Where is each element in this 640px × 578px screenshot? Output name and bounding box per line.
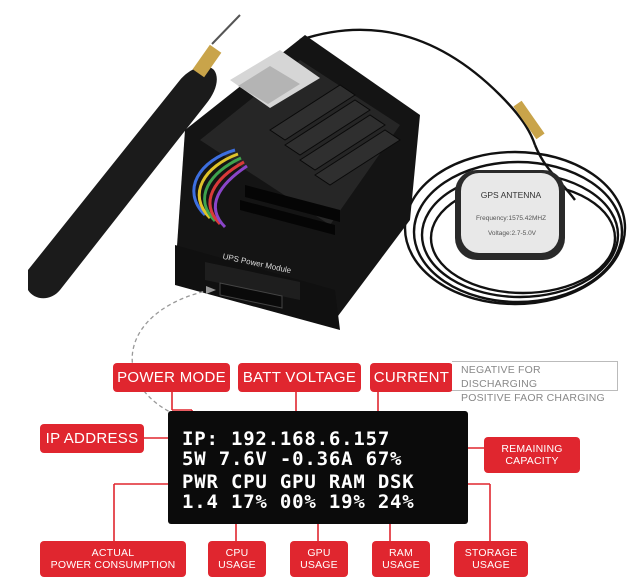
oled-line-ip: IP: 192.168.6.157 <box>182 428 391 450</box>
ram-usage-label: RAM USAGE <box>382 546 420 571</box>
remaining-capacity-label: REMAINING CAPACITY <box>501 442 563 467</box>
gpu-usage-tag: GPU USAGE <box>290 541 348 577</box>
cpu-usage-tag: CPU USAGE <box>208 541 266 577</box>
ram-usage-tag: RAM USAGE <box>372 541 430 577</box>
batt-voltage-tag: BATT VOLTAGE <box>238 363 361 392</box>
storage-usage-tag: STORAGE USAGE <box>454 541 528 577</box>
gps-frequency-label: Frequency:1575.42MHZ <box>475 215 547 222</box>
batt-voltage-label: BATT VOLTAGE <box>242 368 357 386</box>
stick-antenna <box>28 66 217 299</box>
storage-usage-label: STORAGE USAGE <box>464 546 518 571</box>
gps-antenna-label: GPS ANTENNA <box>480 190 542 200</box>
current-tag: CURRENT <box>370 363 453 392</box>
oled-display: IP: 192.168.6.157 5W 7.6V -0.36A 67% PWR… <box>168 411 468 524</box>
board-stack <box>175 35 420 330</box>
current-note-line1: NEGATIVE FOR DISCHARGING <box>461 364 541 390</box>
current-label: CURRENT <box>373 368 450 386</box>
gps-connector <box>513 100 545 140</box>
current-note: NEGATIVE FOR DISCHARGING POSITIVE FAOR C… <box>452 361 618 404</box>
actual-power-label: ACTUAL POWER CONSUMPTION <box>50 546 176 571</box>
current-note-line2: POSITIVE FAOR CHARGING <box>461 392 605 404</box>
gps-voltage-label: Voltage:2.7-5.0V <box>487 230 537 237</box>
oled-line-power: 5W 7.6V -0.36A 67% <box>182 448 403 470</box>
cpu-usage-label: CPU USAGE <box>218 546 256 571</box>
oled-line-headers: PWR CPU GPU RAM DSK <box>182 471 415 493</box>
actual-power-tag: ACTUAL POWER CONSUMPTION <box>40 541 186 577</box>
gps-antenna-puck <box>455 170 565 260</box>
power-mode-label: POWER MODE <box>117 368 226 386</box>
oled-line-values: 1.4 17% 00% 19% 24% <box>182 491 415 513</box>
zoom-arrow <box>131 289 211 413</box>
ip-address-label: IP ADDRESS <box>45 429 139 447</box>
ip-address-tag: IP ADDRESS <box>40 424 144 453</box>
power-mode-tag: POWER MODE <box>113 363 230 392</box>
remaining-capacity-tag: REMAINING CAPACITY <box>484 437 580 473</box>
gpu-usage-label: GPU USAGE <box>300 546 338 571</box>
